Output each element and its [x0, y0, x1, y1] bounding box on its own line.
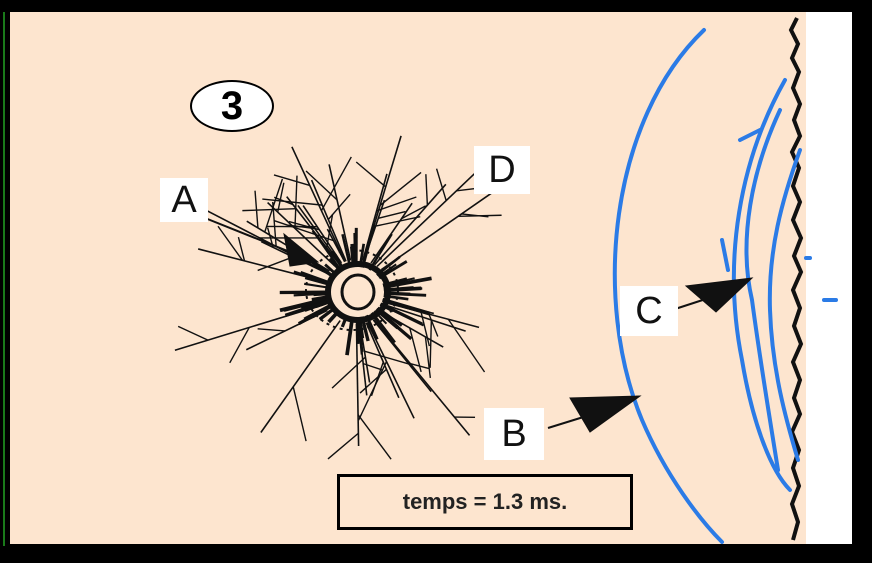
figure-number-badge: 3	[190, 80, 274, 132]
label-c: C	[620, 286, 678, 336]
label-d: D	[474, 146, 530, 194]
label-a: A	[160, 178, 208, 222]
label-b: B	[484, 408, 544, 460]
time-annotation: temps = 1.3 ms.	[337, 474, 633, 530]
free-edge-region	[806, 12, 852, 544]
